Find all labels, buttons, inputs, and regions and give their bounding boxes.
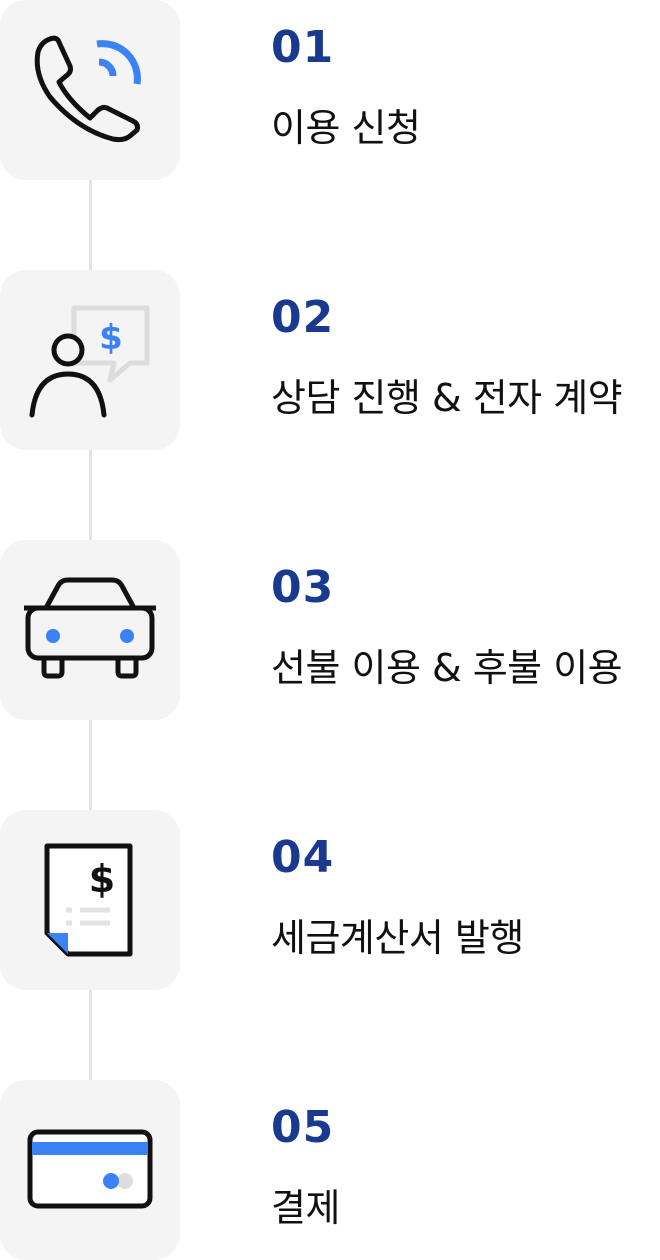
step-icon-tile	[0, 1080, 180, 1260]
step-label: 세금계산서 발행	[271, 916, 524, 960]
step-item-02: $ 02 상담 진행 & 전자 계약	[0, 270, 660, 450]
card-icon	[27, 1129, 153, 1209]
consult-icon: $	[29, 305, 150, 418]
svg-text:$: $	[89, 857, 115, 901]
step-number: 03	[271, 562, 335, 613]
phone-icon	[34, 35, 141, 143]
car-icon	[24, 577, 156, 679]
svg-text:$: $	[99, 318, 123, 358]
step-number: 04	[271, 832, 335, 883]
step-number: 05	[271, 1102, 335, 1153]
step-label: 상담 진행 & 전자 계약	[271, 376, 623, 420]
step-icon-tile: $	[0, 270, 180, 450]
step-item-04: $ 04 세금계산서 발행	[0, 810, 660, 990]
step-connector	[89, 180, 92, 270]
step-item-03: 03 선불 이용 & 후불 이용	[0, 540, 660, 720]
step-icon-tile	[0, 0, 180, 180]
step-icon-tile: $	[0, 810, 180, 990]
step-icon-tile	[0, 540, 180, 720]
step-label: 선불 이용 & 후불 이용	[271, 646, 623, 690]
step-number: 02	[271, 292, 335, 343]
step-connector	[89, 720, 92, 810]
step-label: 결제	[271, 1186, 340, 1230]
step-item-01: 01 이용 신청	[0, 0, 660, 180]
step-item-05: 05 결제	[0, 1080, 660, 1260]
step-number: 01	[271, 22, 335, 73]
step-connector	[89, 450, 92, 540]
step-connector	[89, 990, 92, 1080]
step-label: 이용 신청	[271, 106, 421, 150]
invoice-icon: $	[44, 843, 133, 957]
